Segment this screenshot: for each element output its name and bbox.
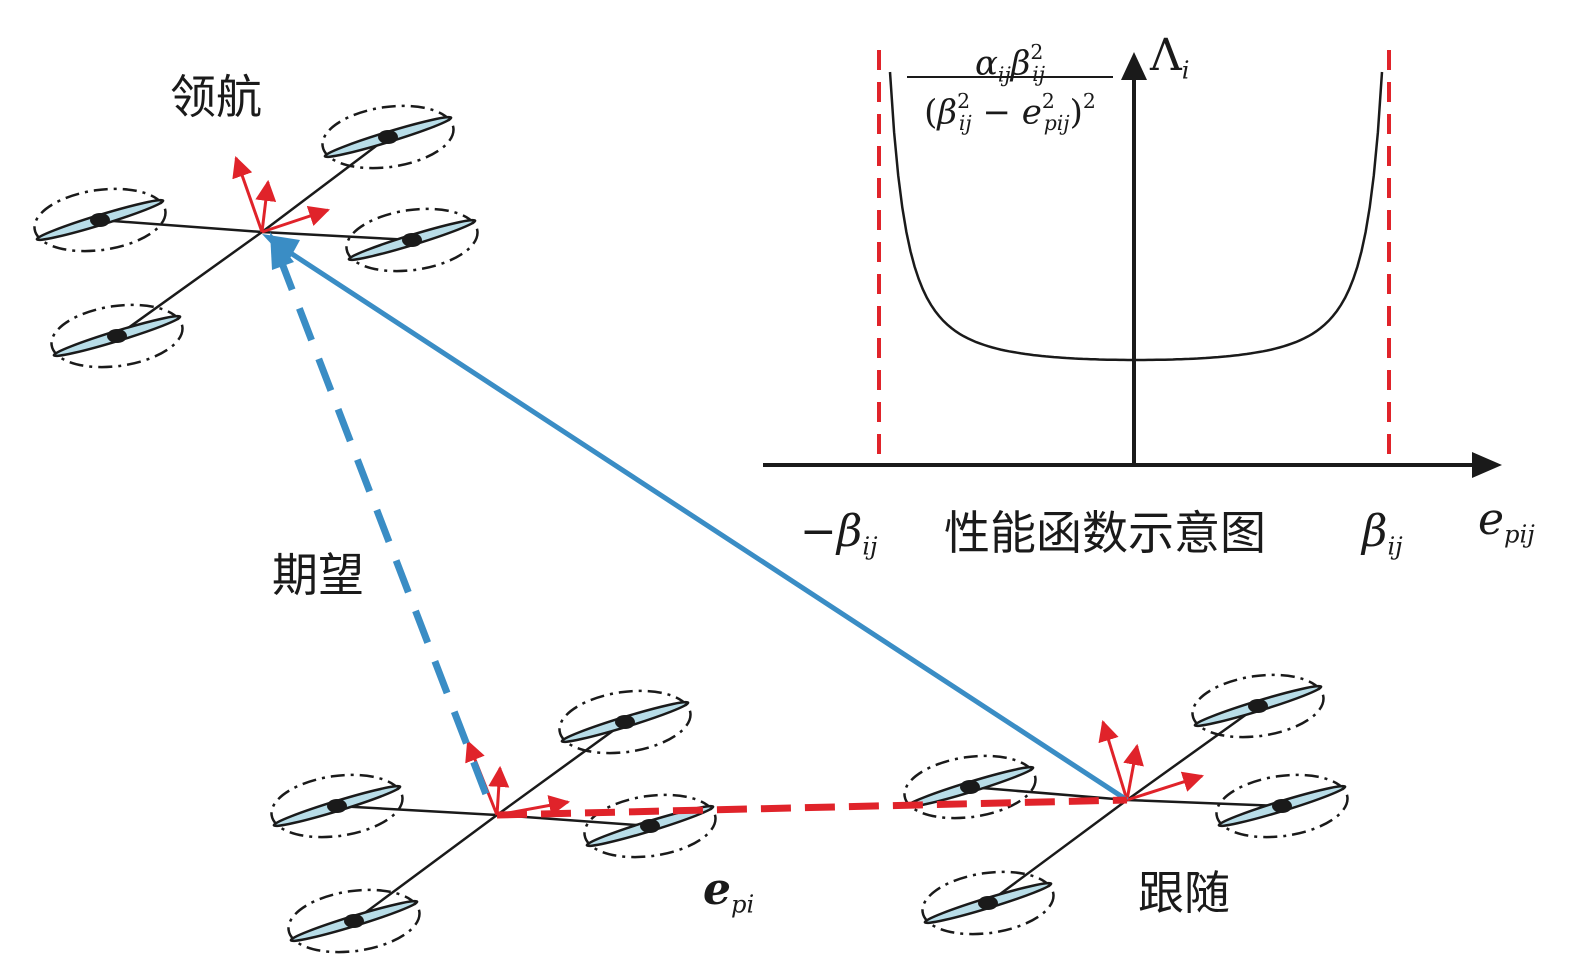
x-axis-label: epij [1478,494,1535,549]
leader-drone [33,104,479,369]
rotor-hub [1248,699,1268,713]
rotor-guard [1191,673,1325,739]
formula-denominator: (β2ij − e2pij)2 [924,89,1096,136]
formula-numerator: αijβ2ij [974,40,1046,87]
performance-formula: αijβ2ij (β2ij − e2pij)2 [905,30,1115,146]
rotor-hub [90,213,110,227]
rotor-hub [107,329,127,343]
body-axis-arrow [1123,743,1144,801]
performance-function-graph [763,50,1502,478]
rotor-hub [327,799,347,813]
lambda-axis-label: Λi [1150,30,1190,85]
rotor-hub [960,780,980,794]
formula-fraction-bar [907,76,1113,78]
rotor-hub [344,914,364,928]
body-axis-arrow [1098,719,1129,801]
body-axis-arrow [261,206,330,234]
drone-arm [969,785,1128,802]
beta-label: βij [1362,506,1403,561]
rotor-guard [921,870,1055,936]
performance-curve [888,71,1384,362]
neg-beta-label: −βij [800,506,878,561]
body-axis-arrow [255,179,277,233]
follower-label: 跟随 [1138,866,1230,920]
rotor-hub [615,715,635,729]
error-vector-line [496,796,1128,819]
drone-arm [1126,704,1259,802]
drone-arm [261,136,389,233]
drone-arm [987,798,1128,905]
rotor-hub [978,896,998,910]
rotor-guard [903,754,1037,820]
desired-drone [270,689,717,954]
leader-label: 领航 [170,70,262,124]
drone-arm [1126,798,1283,808]
drone-arm [99,218,263,234]
rotor-guard [287,888,421,954]
rotor-guard [1215,773,1349,839]
rotor-hub [402,233,422,247]
desired-position-link [270,232,491,799]
x-axis-arrowhead [1472,452,1502,478]
rotor-hub [1272,799,1292,813]
rotor-hub [640,819,660,833]
rotor-guard [321,104,455,170]
error-vector-label: epi [703,864,755,919]
drone-arm [353,813,498,923]
drone-arm [336,804,498,817]
body-axis-arrow [488,765,510,816]
expected-label: 期望 [272,548,364,602]
rotor-guard [558,689,692,755]
rotor-guard [50,303,184,369]
rotor-guard [583,793,717,859]
rotor-hub [378,130,398,144]
rotor-guard [345,207,479,273]
body-axis-arrow [1126,771,1205,802]
rotor-guard [33,187,167,253]
body-axis-arrow [232,156,264,233]
drone-arm [496,720,626,817]
follower-drone [903,673,1349,936]
drone-arm [116,230,263,338]
rotor-guard [270,773,404,839]
drone-arm [261,230,413,242]
y-axis-arrowhead [1121,52,1147,80]
performance-graph-title: 性能函数示意图 [944,506,1266,560]
